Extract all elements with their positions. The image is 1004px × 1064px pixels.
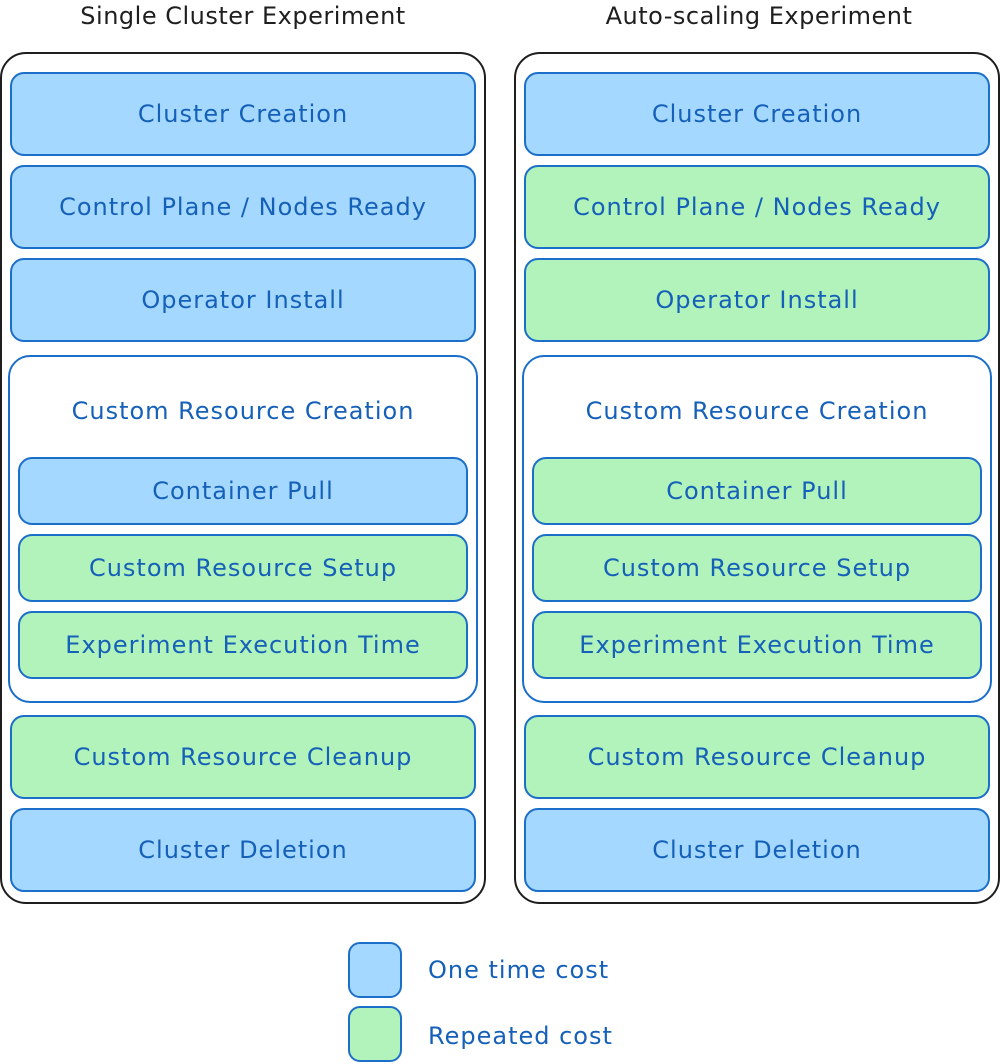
single-cluster-title: Single Cluster Experiment <box>80 2 406 30</box>
cluster-creation-step: Cluster Creation <box>10 72 476 156</box>
custom-resource-creation-group: Custom Resource Creation Container Pull … <box>522 355 992 703</box>
group-title: Custom Resource Creation <box>585 397 929 425</box>
auto-scaling-column: Cluster Creation Control Plane / Nodes R… <box>514 52 1000 904</box>
group-title: Custom Resource Creation <box>71 397 415 425</box>
legend-one-time-swatch <box>348 942 402 998</box>
control-plane-step: Control Plane / Nodes Ready <box>10 165 476 249</box>
custom-resource-cleanup-step: Custom Resource Cleanup <box>524 715 990 799</box>
legend-repeated-label: Repeated cost <box>428 1022 613 1050</box>
custom-resource-setup-step: Custom Resource Setup <box>18 534 468 602</box>
custom-resource-cleanup-step: Custom Resource Cleanup <box>10 715 476 799</box>
experiment-execution-step: Experiment Execution Time <box>18 611 468 679</box>
container-pull-step: Container Pull <box>532 457 982 525</box>
single-cluster-column: Cluster Creation Control Plane / Nodes R… <box>0 52 486 904</box>
container-pull-step: Container Pull <box>18 457 468 525</box>
control-plane-step: Control Plane / Nodes Ready <box>524 165 990 249</box>
cluster-deletion-step: Cluster Deletion <box>524 808 990 892</box>
legend-repeated-swatch <box>348 1006 402 1062</box>
cluster-creation-step: Cluster Creation <box>524 72 990 156</box>
custom-resource-setup-step: Custom Resource Setup <box>532 534 982 602</box>
auto-scaling-title: Auto-scaling Experiment <box>605 2 913 30</box>
custom-resource-creation-group: Custom Resource Creation Container Pull … <box>8 355 478 703</box>
legend-one-time-label: One time cost <box>428 956 610 984</box>
operator-install-step: Operator Install <box>10 258 476 342</box>
experiment-execution-step: Experiment Execution Time <box>532 611 982 679</box>
cluster-deletion-step: Cluster Deletion <box>10 808 476 892</box>
operator-install-step: Operator Install <box>524 258 990 342</box>
